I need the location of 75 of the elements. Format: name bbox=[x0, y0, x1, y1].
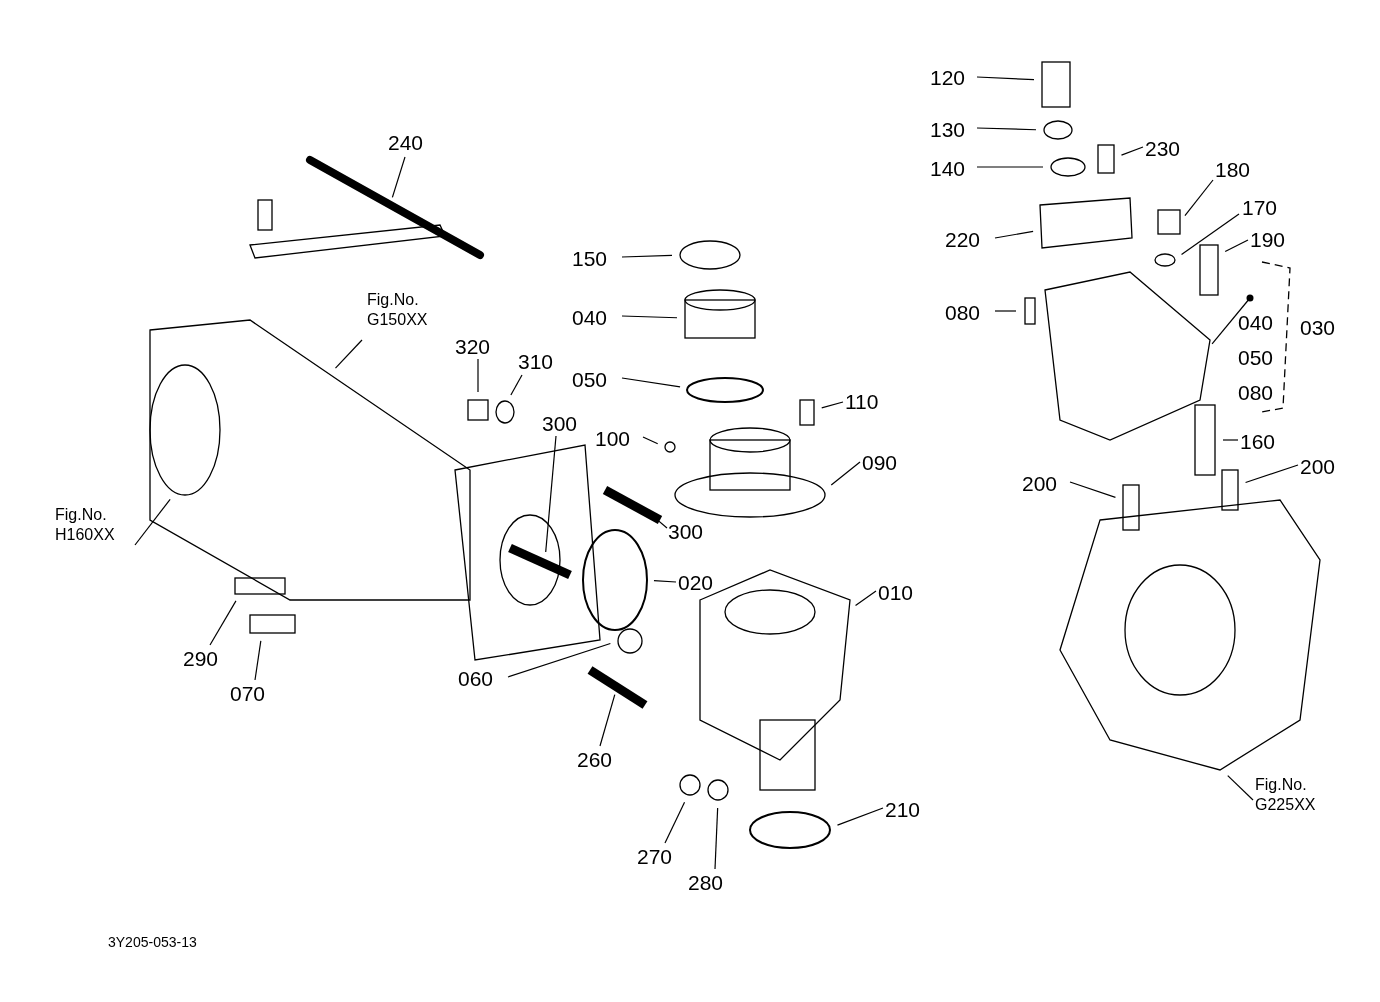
callout-number: 100 bbox=[595, 427, 631, 451]
leader-line bbox=[976, 76, 1035, 81]
figure-reference: Fig.No. G150XX bbox=[367, 290, 445, 330]
callout-number: 050 bbox=[1238, 345, 1274, 371]
leader-line bbox=[994, 230, 1034, 239]
callout-number: 040 bbox=[572, 306, 608, 330]
leader-line bbox=[477, 358, 479, 393]
callout-number: 070 bbox=[230, 682, 266, 706]
callout-number: 200 bbox=[1300, 455, 1336, 479]
callout-number: 020 bbox=[678, 571, 714, 595]
leader-line bbox=[976, 127, 1037, 131]
leader-line bbox=[254, 640, 262, 681]
leader-line bbox=[621, 377, 681, 388]
leader-line bbox=[1224, 239, 1249, 252]
callout-number: 090 bbox=[862, 451, 898, 475]
callout-number: 190 bbox=[1250, 228, 1286, 252]
callout-number: 040 bbox=[1238, 310, 1274, 336]
leader-line bbox=[976, 166, 1044, 168]
leader-line bbox=[599, 694, 616, 747]
leader-line bbox=[836, 807, 884, 826]
leader-line bbox=[1222, 439, 1239, 441]
callout-number: 210 bbox=[885, 798, 921, 822]
callout-number: 030 bbox=[1300, 316, 1336, 340]
callout-number: 320 bbox=[455, 335, 491, 359]
leader-line bbox=[821, 401, 844, 409]
leader-line bbox=[1227, 774, 1254, 801]
callout-number: 300 bbox=[668, 520, 704, 544]
leader-line bbox=[664, 801, 686, 844]
callout-number: 050 bbox=[572, 368, 608, 392]
leader-line bbox=[1069, 481, 1116, 499]
leader-line bbox=[621, 315, 678, 319]
leader-line bbox=[642, 436, 659, 445]
callout-number: 130 bbox=[930, 118, 966, 142]
callout-number: 080 bbox=[1238, 380, 1274, 406]
callout-number: 150 bbox=[572, 247, 608, 271]
callout-number: 300 bbox=[542, 412, 578, 436]
callout-number: 240 bbox=[388, 131, 424, 155]
leader-line bbox=[507, 642, 611, 678]
leader-line bbox=[854, 590, 877, 606]
callout-number: 120 bbox=[930, 66, 966, 90]
callout-number: 260 bbox=[577, 748, 613, 772]
leader-line bbox=[1180, 213, 1240, 255]
callout-number: 060 bbox=[458, 667, 494, 691]
leader-line bbox=[545, 435, 557, 553]
leader-line bbox=[830, 461, 861, 486]
leader-line bbox=[510, 374, 523, 396]
leader-line bbox=[134, 498, 171, 546]
figure-reference: Fig.No. H160XX bbox=[55, 505, 133, 545]
leader-line bbox=[621, 254, 673, 258]
callout-number: 160 bbox=[1240, 430, 1276, 454]
callout-number: 140 bbox=[930, 157, 966, 181]
leader-line bbox=[1120, 146, 1144, 156]
callout-number: 290 bbox=[183, 647, 219, 671]
leader-line bbox=[1184, 179, 1214, 217]
callout-number: 310 bbox=[518, 350, 554, 374]
callout-number: 200 bbox=[1022, 472, 1058, 496]
callout-number: 230 bbox=[1145, 137, 1181, 161]
leader-line bbox=[653, 579, 677, 583]
leader-line bbox=[1245, 464, 1299, 484]
callout-number: 180 bbox=[1215, 158, 1251, 182]
callout-number: 280 bbox=[688, 871, 724, 895]
callout-number: 270 bbox=[637, 845, 673, 869]
leader-line bbox=[994, 310, 1017, 312]
leader-line bbox=[391, 156, 406, 198]
leader-line bbox=[209, 600, 237, 646]
callout-number: 220 bbox=[945, 228, 981, 252]
callout-number: 010 bbox=[878, 581, 914, 605]
leader-line bbox=[334, 339, 363, 369]
callout-number: 110 bbox=[845, 390, 879, 414]
callout-number: 080 bbox=[945, 301, 981, 325]
figure-reference: Fig.No. G225XX bbox=[1255, 775, 1333, 815]
callout-number: 170 bbox=[1242, 196, 1278, 220]
drawing-number: 3Y205-053-13 bbox=[108, 933, 197, 952]
leader-line bbox=[1211, 294, 1254, 345]
leader-line bbox=[714, 807, 719, 870]
